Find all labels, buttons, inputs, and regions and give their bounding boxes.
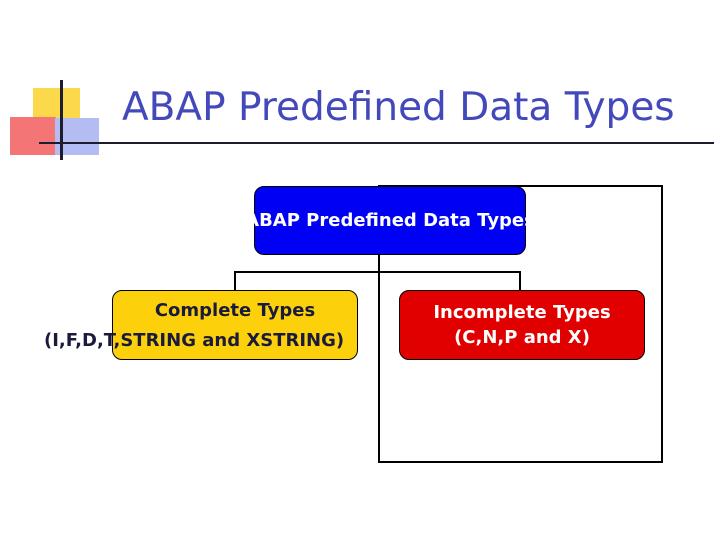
- complete-types-node: [112, 290, 358, 360]
- root-node: ABAP Predefined Data Types: [254, 186, 526, 255]
- title-underline: [39, 142, 714, 144]
- connector-root-down: [378, 255, 380, 272]
- diagram-outline-box: [378, 185, 663, 463]
- connector-left-down: [234, 271, 236, 291]
- logo-square-pink: [10, 117, 56, 155]
- incomplete-types-node: Incomplete Types (C,N,P and X): [399, 290, 645, 360]
- slide-title: ABAP Predefined Data Types: [122, 85, 675, 130]
- complete-types-detail: (I,F,D,T,STRING and XSTRING): [44, 330, 345, 351]
- root-node-clip: ABAP Predefined Data Types: [254, 186, 526, 255]
- root-node-label: ABAP Predefined Data Types: [254, 210, 526, 231]
- connector-horizontal: [234, 271, 521, 273]
- incomplete-types-detail: (C,N,P and X): [454, 327, 590, 348]
- complete-types-label: Complete Types: [154, 300, 316, 321]
- connector-right-down: [519, 271, 521, 291]
- incomplete-types-label: Incomplete Types: [433, 302, 611, 323]
- logo-vertical-line: [60, 80, 63, 160]
